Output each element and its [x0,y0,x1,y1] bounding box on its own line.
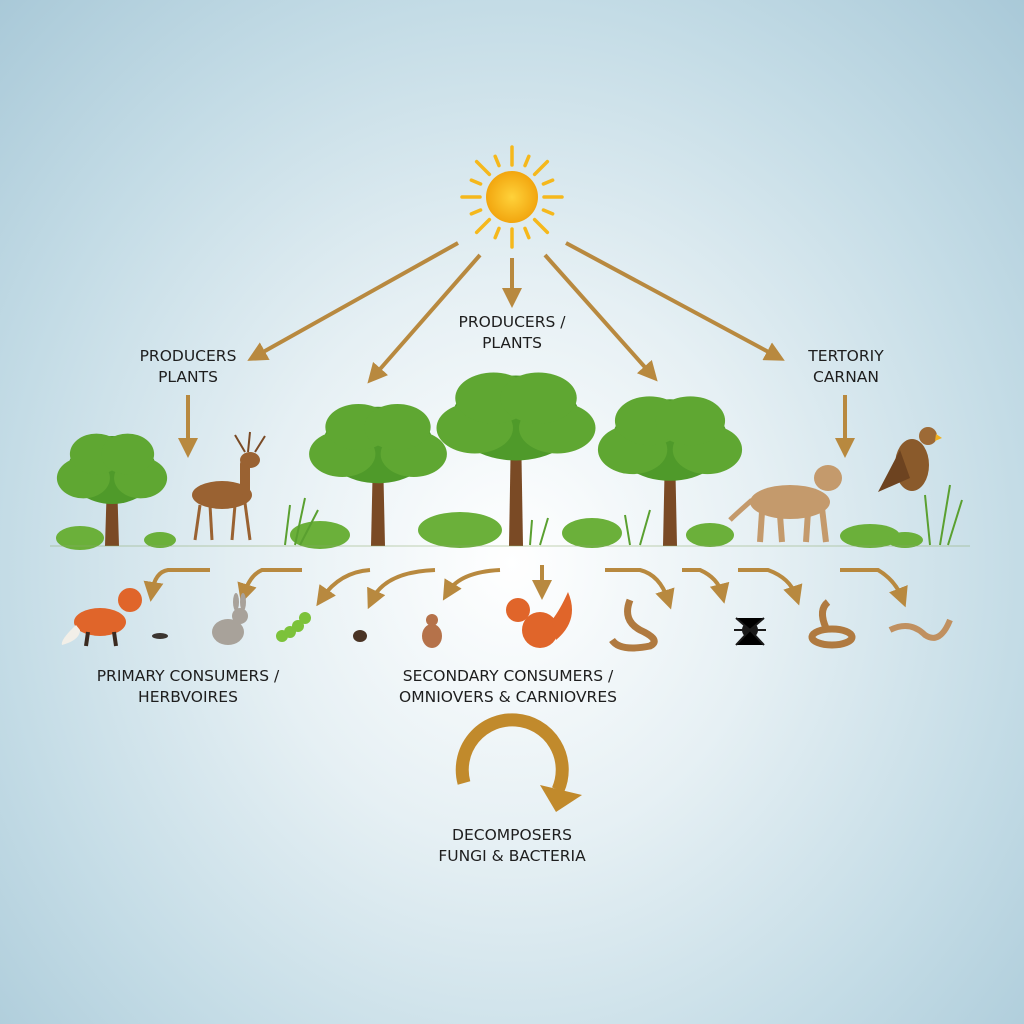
rabbit-icon [212,593,248,645]
trees [56,372,743,546]
tree-icon [56,433,168,546]
snake-icon [888,618,953,641]
spider-icon [734,617,766,646]
sun-ray [469,178,483,186]
label-line: PRODUCERS [139,347,237,365]
secondary-consumers-label: SECONDARY CONSUMERS / OMNIOVERS & CARNIO… [399,666,617,708]
fox-icon [61,588,142,647]
sun-ray [532,217,550,235]
cougar-icon [728,465,842,543]
small-rabbit-icon [422,614,442,648]
caterpillar-icon [276,612,311,642]
sun-ray [532,159,550,177]
label-line: CARNAN [812,368,879,386]
tertiary-label: TERTORIY CARNAN [808,346,883,388]
consumer-arrows [143,565,908,610]
fox-sitting-icon [506,592,572,648]
label-line: PLANTS [482,334,542,352]
sun-ray [523,226,531,240]
sun-ray [474,159,492,177]
primary-consumers-label: PRIMARY CONSUMERS / HERBVOIRES [97,666,280,708]
hawk-icon [878,427,942,492]
producers-label-left: PRODUCERS PLANTS [140,346,237,388]
decomposer-cycle-arrow [455,713,582,812]
sun-ray [541,208,555,216]
tree-icon [436,372,596,546]
label-line: PRIMARY CONSUMERS / [96,667,280,685]
label-line: HERBVOIRES [138,688,238,706]
sun-ray [474,217,492,235]
producers-label-center: PRODUCERS / PLANTS [459,312,566,354]
mosquito-icon [152,633,168,639]
energy-arrows [178,241,855,458]
bushes [56,512,923,550]
sun-ray [493,154,501,168]
beetle-icon [353,630,367,642]
coiled-snake-icon [808,599,856,649]
label-line: PRODUCERS / [458,313,566,331]
label-line: DECOMPOSERS [452,826,572,844]
sun-ray [541,178,555,186]
decomposers-label: DECOMPOSERS FUNGI & BACTERIA [438,825,585,867]
sun-icon [460,145,564,249]
cobra-icon [609,598,658,652]
sun-ray [469,208,483,216]
label-line: TERTORIY [808,347,884,365]
tree-icon [309,404,447,546]
label-line: PLANTS [158,368,218,386]
label-line: SECONDARY CONSUMERS / [402,667,614,685]
tree-icon [597,396,743,546]
deer-icon [192,431,266,541]
label-line: FUNGI & BACTERIA [438,847,586,865]
grass [284,484,963,546]
label-line: OMNIOVERS & CARNIOVRES [399,688,617,706]
sun-ray [523,154,531,168]
sun-ray [493,226,501,240]
